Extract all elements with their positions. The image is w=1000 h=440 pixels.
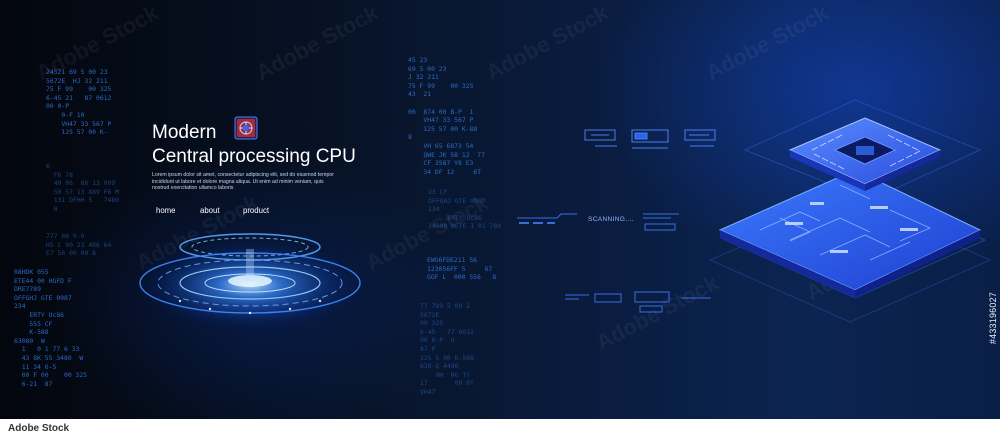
hero-subtitle: Central processing CPU [152,146,356,167]
stock-image-id: #433196027 [988,291,998,344]
cpu-chip-illustration [690,90,1000,340]
cpu-icon [234,116,258,140]
watermark: Adobe Stock [481,0,613,86]
watermark: Adobe Stock [251,0,383,86]
code-column: 45 23 69 5 00 23 J 32 211 75 F 99 00 325… [408,56,485,176]
watermark: Adobe Stock [701,0,833,86]
code-column: 08HDK 055 ETE44 00 HGFD F DRE7789 OFFGHJ… [14,268,88,388]
hero-description: Lorem ipsum dolor sit amet, consectetur … [152,172,334,192]
code-column: 23 CF OFFGHJ GTE 0987 234 ERTY Uc86 3459… [428,188,502,231]
scanning-label: SCANNING.... [588,216,634,223]
hud-elements [505,120,750,340]
code-column: EWG6FDE211 56 123056FF 5 67 GGF L 000 55… [427,256,497,282]
nav-link-home[interactable]: home [156,206,176,215]
hologram-portal [120,215,380,335]
hero-title: Modern [152,122,217,143]
nav-link-product[interactable]: product [243,206,270,215]
code-column: 6 F6 78 40 06 86 13 009 50 57 13 889 F6 … [46,162,120,213]
stock-brand-bar: Adobe Stock [0,419,1000,440]
nav-link-about[interactable]: about [200,206,220,215]
stock-brand-label: Adobe Stock [8,423,70,434]
code-column: 777 66 0-0 H5 C 00 23 486 64 E7 56 00 00… [46,232,112,258]
code-column: 77 789 5 00 2 5672E 00 325 6-45 77 0612 … [420,302,474,396]
code-column: 24521 69 5 00 23 5672E HJ 32 211 75 F 99… [46,68,112,137]
